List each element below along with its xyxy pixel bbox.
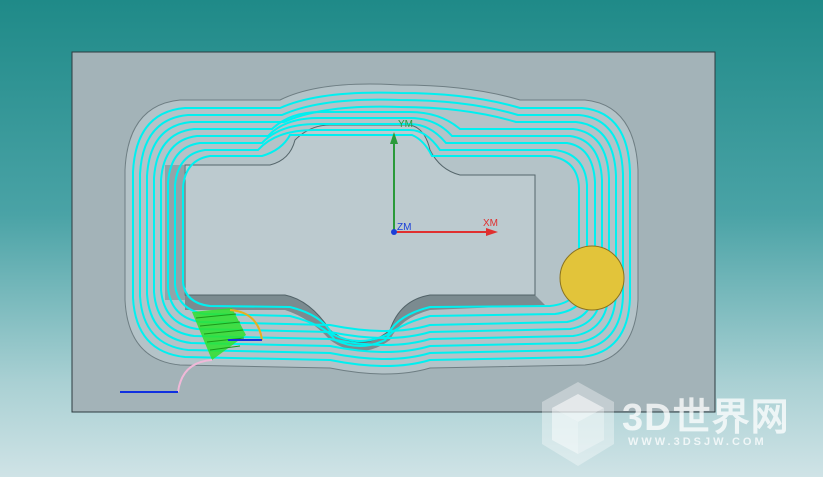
axis-y-arrow [390, 132, 398, 144]
toolpath-contours [132, 91, 631, 367]
watermark-cube-icon [542, 382, 614, 466]
axis-x-arrow [486, 228, 498, 236]
engage-hatch [195, 313, 245, 351]
watermark-url: WWW.3DSJW.COM [628, 436, 767, 448]
pocket-bottom-shade [185, 295, 545, 351]
axis-y-label: YM [398, 119, 413, 130]
engage-region [192, 308, 246, 360]
approach-arc [177, 359, 213, 393]
watermark: 3D世界网 WWW.3DSJW.COM [538, 380, 808, 470]
axis-z-label: ZM [397, 222, 411, 233]
tool-holder [559, 245, 625, 311]
lead-arc [229, 309, 263, 341]
axis-origin [391, 229, 397, 235]
watermark-title: 3D世界网 [622, 397, 790, 439]
axis-x-label: XM [483, 218, 498, 229]
wcs-triad: YM XM ZM [390, 119, 498, 236]
